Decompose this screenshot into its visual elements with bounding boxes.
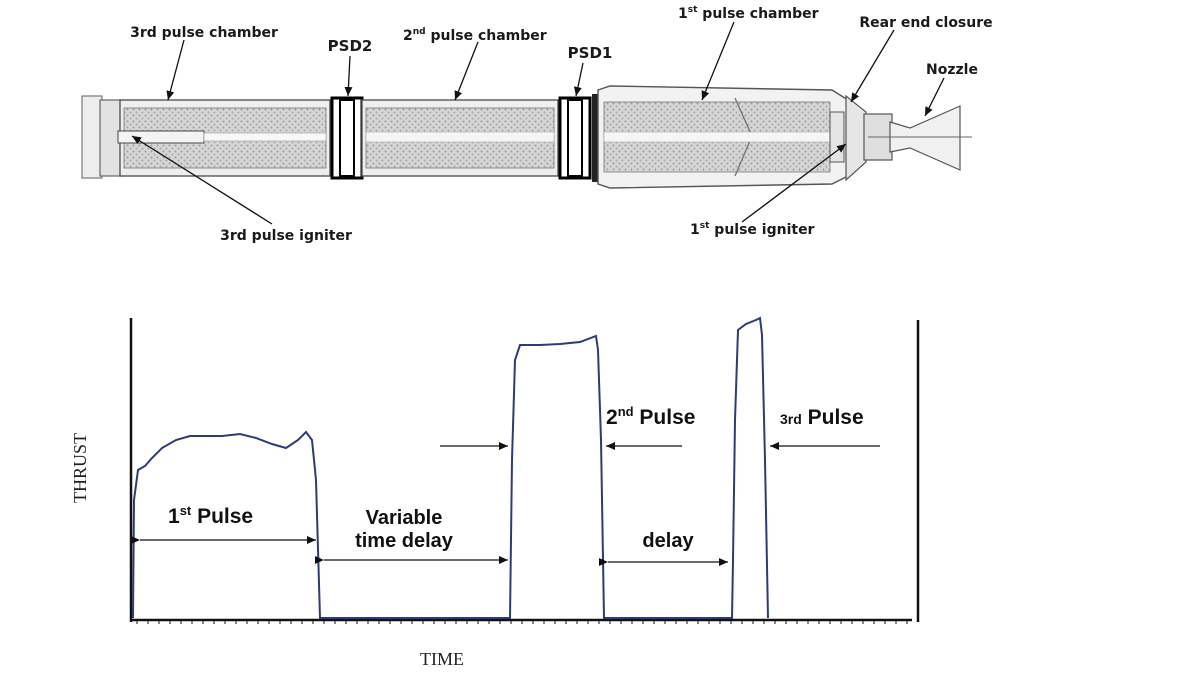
y-axis-label: THRUST — [70, 433, 90, 503]
label-psd2: PSD2 — [328, 37, 373, 55]
label-first-pulse-chamber: 1st pulse chamber — [678, 5, 819, 22]
dimension-arrows — [131, 442, 880, 566]
label-third-pulse: 3rd Pulse — [780, 406, 864, 429]
rear-end-closure-part — [845, 94, 893, 182]
label-first-pulse-igniter: 1st pulse igniter — [690, 221, 815, 238]
first-pulse-chamber — [597, 85, 849, 189]
psd2-diaphragm — [330, 96, 364, 180]
nozzle-part — [868, 105, 972, 171]
label-variable-delay-line2: time delay — [355, 530, 454, 552]
leader-lines — [131, 21, 945, 225]
thrust-time-plot: THRUST TIME 1st Pulse Variable time dela… — [70, 316, 920, 669]
label-second-pulse-chamber: 2nd pulse chamber — [403, 27, 547, 44]
label-rear-end-closure: Rear end closure — [859, 15, 992, 31]
third-pulse-igniter — [117, 130, 205, 144]
label-nozzle: Nozzle — [926, 62, 978, 78]
label-variable-delay-line1: Variable — [366, 507, 443, 529]
label-psd1: PSD1 — [568, 44, 613, 62]
forward-end-cap — [81, 95, 103, 179]
motor-diagram: 3rd pulse chamber PSD2 2nd pulse chamber… — [81, 5, 993, 244]
third-pulse-chamber — [117, 99, 331, 177]
psd1-diaphragm — [558, 94, 598, 182]
label-third-pulse-chamber: 3rd pulse chamber — [130, 25, 278, 41]
x-axis-label: TIME — [420, 649, 464, 669]
second-pulse-chamber — [361, 99, 559, 177]
label-delay: delay — [642, 530, 694, 552]
label-second-pulse: 2nd Pulse — [606, 404, 695, 429]
label-third-pulse-igniter: 3rd pulse igniter — [220, 228, 352, 244]
label-first-pulse: 1st Pulse — [168, 503, 253, 528]
thrust-trace — [132, 316, 769, 619]
x-axis-ticks — [136, 620, 908, 624]
